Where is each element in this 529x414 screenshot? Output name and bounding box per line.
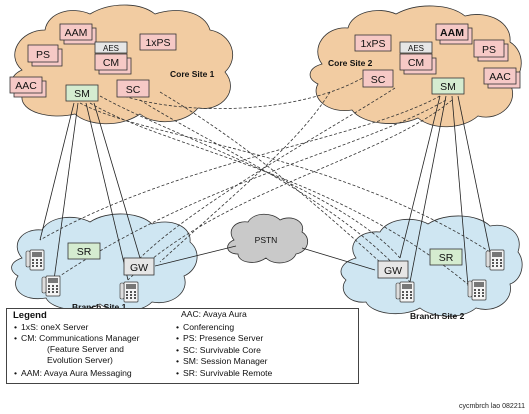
legend-item: •AAM: Avaya Aura Messaging [14, 368, 132, 378]
branch2-sr-box [429, 248, 463, 266]
core2-ps-box [473, 39, 505, 58]
core1-sc-box [116, 79, 150, 98]
core2-aac-box [483, 67, 517, 85]
core2-cm-box [399, 53, 433, 71]
branch1-group: SR GW Branch Site 1 [67, 242, 155, 312]
phone-icon [395, 281, 415, 303]
pstn-cloud [227, 213, 309, 264]
core2-site-label: Core Site 2 [328, 58, 373, 68]
core1-aac-label: AAC [15, 80, 37, 92]
branch1-sr-box [67, 242, 101, 260]
phone-icon [467, 279, 487, 301]
core2-sc-box [362, 69, 394, 88]
phone-icon [119, 281, 139, 303]
core1-cm-box [94, 53, 128, 71]
core2-1xps-label: 1xPS [360, 38, 385, 50]
core2-1xps-box [354, 34, 392, 52]
core2-ps-label: PS [482, 44, 496, 56]
core2-aes-box [399, 41, 433, 54]
core1-sm-label: SM [74, 88, 90, 100]
legend-item: Evolution Server) [47, 355, 113, 365]
core1-sm-box [65, 84, 99, 102]
core2-sm-box [431, 77, 465, 95]
core2-aam-box [435, 23, 469, 41]
core1-aes-label: AES [103, 44, 119, 53]
legend-title: Legend [13, 310, 47, 321]
branch2-gw-label: GW [384, 265, 402, 277]
core2-aac-label: AAC [489, 71, 511, 83]
branch1-gw-box [123, 257, 155, 276]
core1-1xps-label: 1xPS [145, 37, 170, 49]
legend-item: AAC: Avaya Aura [181, 309, 247, 319]
core2-aam-label: AAM [440, 27, 464, 39]
legend-item: (Feature Server and [47, 344, 124, 354]
core2-aes-label: AES [408, 44, 424, 53]
branch1-sr-label: SR [77, 246, 92, 258]
legend-item: •SR: Survivable Remote [176, 368, 273, 378]
figure-caption: cycmbrch lao 082211 [458, 403, 525, 410]
legend-item: •CM: Communications Manager [14, 333, 140, 343]
core1-aam-box [59, 23, 93, 41]
core1-aac-box [9, 76, 43, 94]
phone-icon [485, 249, 505, 271]
core2-sc-label: SC [371, 74, 386, 86]
phone-icon [41, 275, 61, 297]
core2-cm-label: CM [408, 57, 424, 69]
branch1-gw-label: GW [130, 262, 148, 274]
legend-item: •SC: Survivable Core [176, 345, 261, 355]
core1-aam-label: AAM [65, 27, 88, 39]
branch2-gw-box [377, 260, 409, 279]
phone-icon [25, 249, 45, 271]
legend: Legend •1xS: oneX Server •CM: Communicat… [6, 308, 359, 384]
branch2-sr-label: SR [439, 252, 454, 264]
core1-cm-label: CM [103, 57, 119, 69]
branch1-site-label: Branch Site 1 [72, 302, 127, 312]
core1-boxes: AAM PS AAC AES CM 1xPS SM SC Core Site 1 [9, 23, 215, 102]
core1-1xps-box [139, 33, 177, 51]
core2-boxes: 1xPS AES AAM CM PS SC AAC SM Core Site 2 [328, 23, 521, 95]
core1-ps-box [27, 44, 59, 63]
branch2-group: GW SR Branch Site 2 [377, 248, 465, 321]
core1-ps-label: PS [36, 49, 50, 61]
core1-sc-label: SC [126, 84, 141, 96]
legend-item: •PS: Presence Server [176, 333, 264, 343]
legend-item: •SM: Session Manager [176, 356, 268, 366]
legend-item: •1xS: oneX Server [14, 322, 89, 332]
branch2-site-label: Branch Site 2 [410, 311, 465, 321]
core1-aes-box [94, 41, 128, 54]
core1-site-label: Core Site 1 [170, 69, 215, 79]
solid-links [39, 95, 491, 287]
dashed-links [39, 69, 491, 287]
legend-item: •Conferencing [176, 322, 235, 332]
core2-sm-label: SM [440, 81, 456, 93]
pstn-label: PSTN [255, 235, 278, 245]
